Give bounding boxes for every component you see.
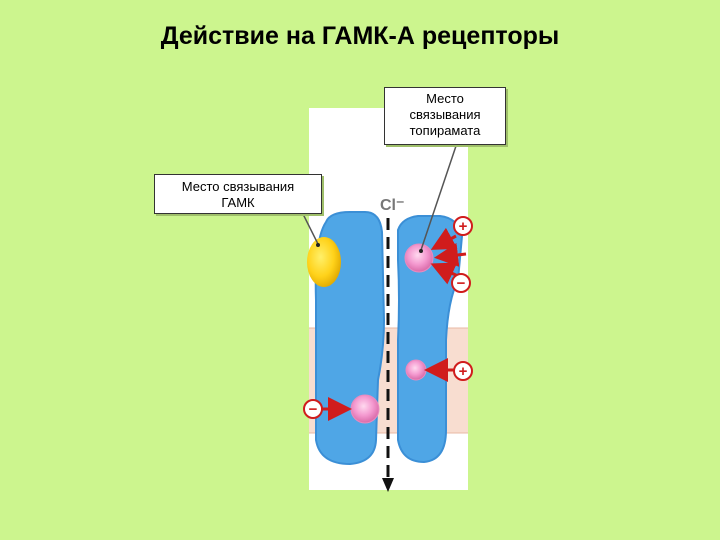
arrow-to-topiramate-site-2 bbox=[434, 243, 467, 267]
topiramate-callout-line-1: Место bbox=[426, 91, 464, 106]
plus-sign-top: + bbox=[453, 216, 473, 236]
svg-text:+: + bbox=[459, 218, 468, 235]
svg-text:−: − bbox=[309, 401, 318, 418]
gaba-callout-line-2: ГАМК bbox=[221, 195, 255, 210]
svg-text:+: + bbox=[459, 363, 468, 380]
binding-site-right-membrane bbox=[405, 359, 427, 381]
topiramate-callout-line-3: топирамата bbox=[409, 123, 481, 138]
gaba-leader-line bbox=[302, 213, 319, 245]
binding-site-left-membrane bbox=[350, 394, 380, 424]
chloride-flow-arrowhead bbox=[382, 478, 394, 492]
gaba-callout: Место связывания ГАМК bbox=[154, 174, 322, 214]
svg-text:−: − bbox=[457, 275, 466, 292]
plus-sign-membrane: + bbox=[453, 361, 473, 381]
topiramate-binding-site bbox=[404, 243, 434, 273]
arrow-to-topiramate-site-3 bbox=[430, 262, 459, 285]
page-title: Действие на ГАМК-А рецепторы bbox=[160, 22, 560, 50]
minus-sign-top: − bbox=[451, 273, 471, 293]
minus-sign-membrane: − bbox=[303, 399, 323, 419]
topiramate-leader-line bbox=[420, 145, 457, 251]
gaba-binding-site bbox=[307, 237, 341, 287]
gaba-callout-line-1: Место связывания bbox=[181, 179, 295, 194]
chloride-ion-label: Cl⁻ bbox=[380, 197, 404, 214]
topiramate-callout: Место связывания топирамата bbox=[384, 87, 506, 145]
topiramate-callout-line-2: связывания bbox=[409, 107, 481, 122]
